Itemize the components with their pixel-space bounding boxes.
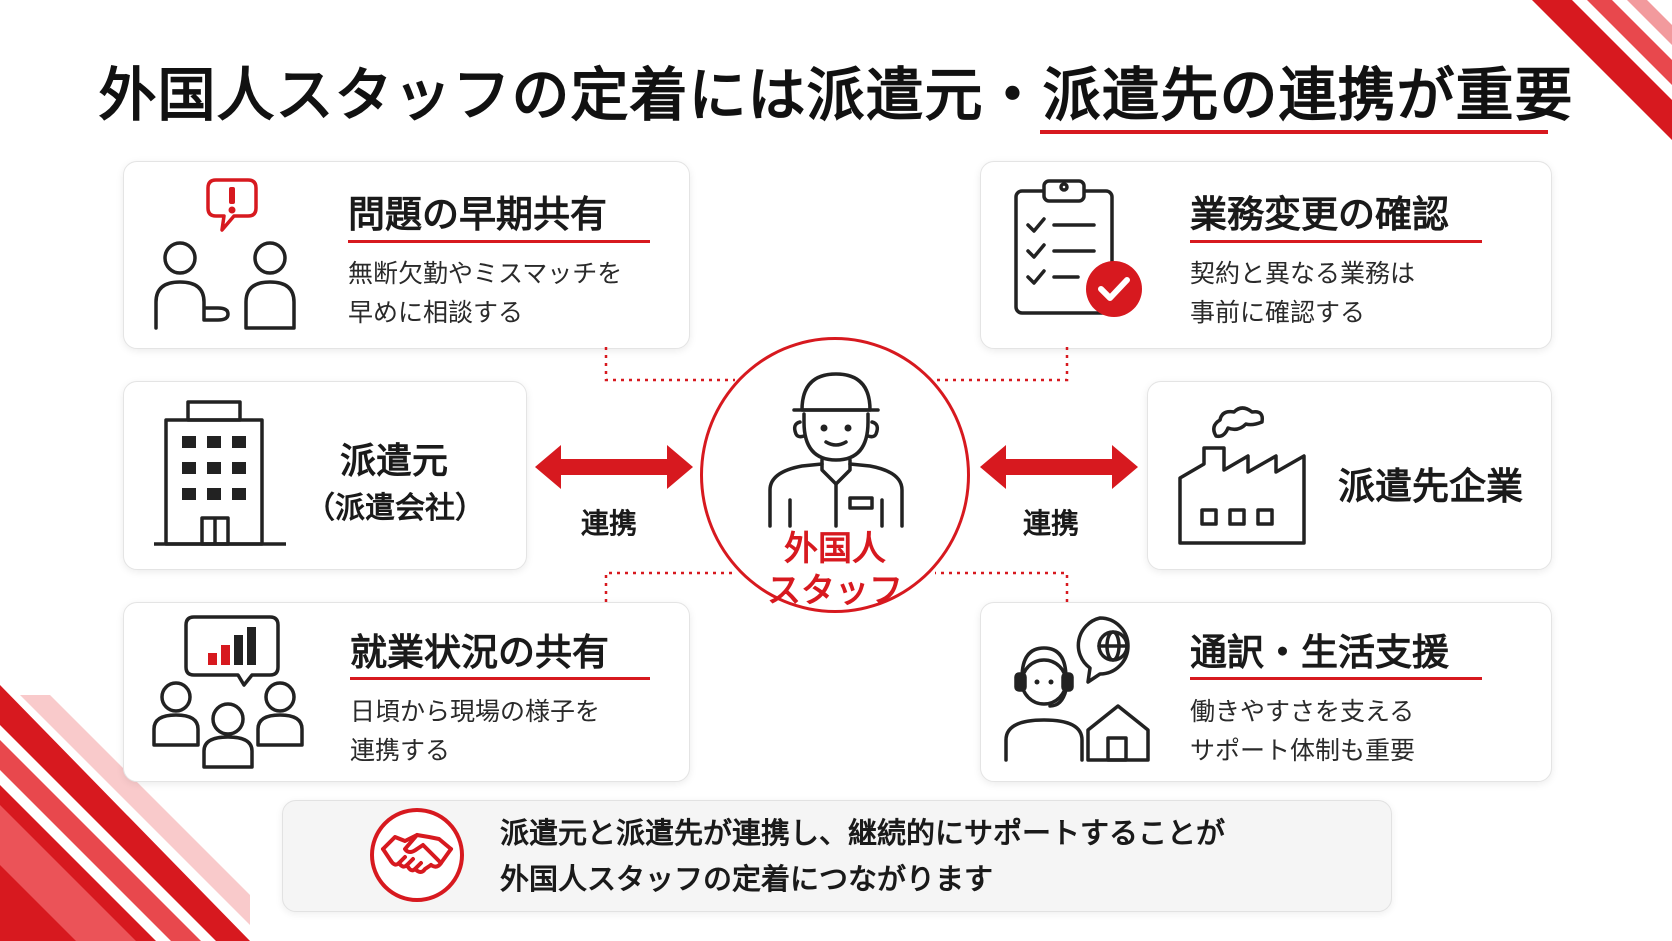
title-underline xyxy=(1040,130,1548,134)
card-text-problem-sharing-line2: 早めに相談する xyxy=(348,298,524,327)
top-right-stripes-decoration xyxy=(1532,0,1672,140)
left-double-arrow xyxy=(535,445,693,489)
right-double-arrow xyxy=(980,445,1138,489)
card-text-problem-sharing-line1: 無断欠勤やミスマッチを xyxy=(348,259,623,288)
worker-cap-icon xyxy=(768,372,904,528)
card-underline-work-status xyxy=(350,677,650,680)
card-underline-interpretation-support xyxy=(1190,677,1482,680)
connector-bottom-left xyxy=(604,571,735,602)
dispatch-source-sublabel: （派遣会社） xyxy=(305,491,485,526)
summary-text-line1: 派遣元と派遣先が連携し、継続的にサポートすることが xyxy=(500,816,1226,850)
left-link-label: 連携 xyxy=(581,507,638,540)
group-chart-chat-icon xyxy=(152,615,304,769)
foreign-staff-circle xyxy=(700,337,970,613)
card-text-interpretation-line1: 働きやすさを支える xyxy=(1190,697,1415,726)
connector-top-left xyxy=(604,347,735,382)
card-dispatch-source xyxy=(123,381,527,570)
office-building-icon xyxy=(154,400,286,546)
card-text-work-status-line2: 連携する xyxy=(350,736,451,765)
card-title-interpretation-support: 通訳・生活支援 xyxy=(1190,631,1449,674)
dispatch-source-label: 派遣元 xyxy=(340,441,449,482)
page-title: 外国人スタッフの定着には派遣元・派遣先の連携が重要 xyxy=(98,61,1574,129)
card-problem-sharing xyxy=(123,161,690,349)
foreign-staff-label-line2: スタッフ xyxy=(767,571,903,611)
bottom-left-stripes-decoration xyxy=(0,685,250,941)
dispatch-destination-label: 派遣先企業 xyxy=(1338,465,1523,508)
connector-top-right xyxy=(935,347,1069,382)
foreign-staff-label-line1: 外国人 xyxy=(784,529,886,569)
connector-bottom-right xyxy=(935,571,1069,602)
card-title-task-change: 業務変更の確認 xyxy=(1190,193,1449,236)
card-text-task-change-line2: 事前に確認する xyxy=(1190,298,1366,327)
card-dispatch-destination xyxy=(1147,381,1552,570)
two-people-consulting-alert-icon xyxy=(154,178,296,330)
card-underline-problem-sharing xyxy=(348,240,650,243)
card-text-work-status-line1: 日頃から現場の様子を xyxy=(350,697,601,726)
factory-icon xyxy=(1178,406,1306,545)
card-text-interpretation-line2: サポート体制も重要 xyxy=(1190,736,1416,765)
card-text-task-change-line1: 契約と異なる業務は xyxy=(1190,259,1416,288)
card-title-work-status: 就業状況の共有 xyxy=(350,631,609,674)
handshake-icon xyxy=(370,808,464,902)
summary-box xyxy=(282,800,1392,912)
card-underline-task-change xyxy=(1190,240,1482,243)
card-title-problem-sharing: 問題の早期共有 xyxy=(348,193,607,236)
card-interpretation-support xyxy=(980,602,1552,782)
support-headset-globe-home-icon xyxy=(1004,616,1150,762)
right-link-label: 連携 xyxy=(1023,507,1080,540)
foreign-staff-label: 外国人 スタッフ xyxy=(700,528,970,612)
summary-text: 派遣元と派遣先が連携し、継続的にサポートすることが 外国人スタッフの定着につなが… xyxy=(500,810,1225,902)
summary-text-line2: 外国人スタッフの定着につながります xyxy=(500,862,994,896)
clipboard-checklist-icon xyxy=(1014,179,1142,317)
